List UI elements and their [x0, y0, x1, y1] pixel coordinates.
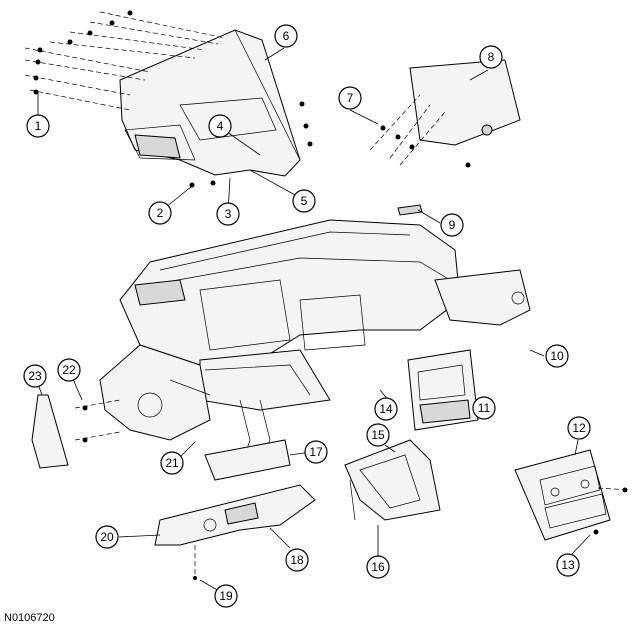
callout-8: 8 — [479, 45, 503, 69]
svg-text:12: 12 — [572, 421, 586, 435]
svg-text:6: 6 — [283, 29, 290, 43]
center-finish-panel — [407, 349, 479, 431]
svg-text:20: 20 — [100, 530, 114, 544]
bezel — [344, 439, 441, 521]
callout-5: 5 — [292, 189, 316, 213]
callout-17: 17 — [304, 440, 328, 464]
svg-text:22: 22 — [62, 363, 76, 377]
svg-text:13: 13 — [561, 558, 575, 572]
figure-id-label: N0106720 — [4, 612, 55, 624]
callout-2: 2 — [148, 201, 172, 225]
svg-text:11: 11 — [478, 401, 491, 415]
callout-7: 7 — [338, 86, 362, 110]
left-end-cover — [31, 394, 69, 469]
svg-text:21: 21 — [165, 456, 179, 470]
callout-1: 1 — [26, 114, 50, 138]
audio-control-module — [514, 449, 631, 541]
cover-fasteners — [24, 10, 313, 188]
svg-text:10: 10 — [550, 349, 564, 363]
svg-text:8: 8 — [488, 50, 495, 64]
callout-19: 19 — [214, 584, 238, 608]
svg-text:2: 2 — [157, 206, 164, 220]
svg-text:18: 18 — [290, 553, 304, 567]
callout-20: 20 — [95, 525, 119, 549]
svg-text:4: 4 — [217, 119, 224, 133]
svg-text:14: 14 — [379, 402, 393, 416]
callout-22: 22 — [57, 358, 81, 382]
svg-text:1: 1 — [35, 119, 42, 133]
callout-6: 6 — [274, 24, 298, 48]
callout-13: 13 — [556, 553, 580, 577]
callout-23: 23 — [23, 364, 47, 388]
svg-text:9: 9 — [449, 218, 456, 232]
svg-text:17: 17 — [309, 445, 323, 459]
callout-15: 15 — [366, 423, 390, 447]
svg-text:5: 5 — [301, 194, 308, 208]
callout-14: 14 — [374, 397, 398, 421]
callout-11: 11 — [472, 396, 496, 420]
callout-18: 18 — [285, 548, 309, 572]
callout-12: 12 — [567, 416, 591, 440]
steering-column-area — [74, 344, 211, 443]
callout-21: 21 — [160, 451, 184, 475]
callout-4: 4 — [208, 114, 232, 138]
instrument-panel-upper-cover — [119, 29, 301, 177]
svg-text:15: 15 — [371, 428, 385, 442]
glove-box-door — [369, 59, 521, 168]
callout-9: 9 — [440, 213, 464, 237]
callout-3: 3 — [216, 202, 240, 226]
svg-text:23: 23 — [28, 369, 42, 383]
svg-text:7: 7 — [347, 91, 354, 105]
instrument-panel-frame — [119, 219, 531, 471]
lower-garnish — [204, 439, 291, 481]
callout-10: 10 — [545, 344, 569, 368]
svg-text:16: 16 — [371, 560, 385, 574]
svg-text:3: 3 — [225, 207, 232, 221]
svg-text:19: 19 — [219, 589, 233, 603]
callout-16: 16 — [366, 555, 390, 579]
lower-trim-panel — [154, 484, 316, 580]
